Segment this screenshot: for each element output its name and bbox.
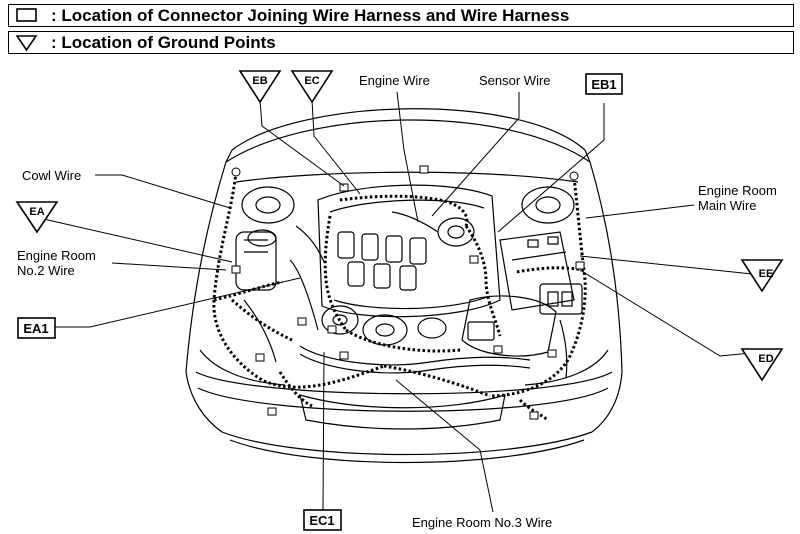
label-cowl-wire: Cowl Wire [22, 168, 81, 183]
connector-blobs [231, 165, 585, 420]
leader-lines [41, 91, 763, 513]
label-engine-wire: Engine Wire [359, 73, 430, 88]
ground-ea-label: EA [29, 206, 44, 218]
legend-connector-row: : Location of Connector Joining Wire Har… [8, 4, 794, 27]
vehicle-outline [185, 108, 623, 464]
connector-ea1: EA1 [17, 317, 56, 339]
connector-eb1-label: EB1 [591, 77, 616, 92]
ground-ed-label: ED [758, 353, 773, 365]
label-engine-room-no2-line1: Engine Room [17, 248, 96, 263]
connector-box-icon [16, 8, 37, 22]
legend-ground-text: : Location of Ground Points [51, 33, 276, 52]
legend-ground-row: : Location of Ground Points [8, 31, 794, 54]
ground-point-ec: EC [290, 70, 334, 104]
ground-eb-label: EB [252, 75, 267, 87]
label-engine-room-no3-wire: Engine Room No.3 Wire [412, 515, 552, 530]
connector-ea1-label: EA1 [23, 321, 48, 336]
legend-connector-text: : Location of Connector Joining Wire Har… [51, 6, 570, 25]
ground-triangle-icon [16, 35, 38, 51]
ground-point-ee: EE [740, 259, 784, 293]
label-engine-room-main-line1: Engine Room [698, 183, 777, 198]
ground-ec-label: EC [304, 75, 319, 87]
label-engine-room-main-line2: Main Wire [698, 198, 757, 213]
ground-point-eb: EB [238, 70, 282, 104]
ground-point-ed: ED [740, 348, 784, 382]
label-sensor-wire: Sensor Wire [479, 73, 551, 88]
connector-eb1: EB1 [585, 73, 623, 95]
connector-ec1-label: EC1 [309, 513, 334, 528]
ground-point-ea: EA [15, 201, 59, 234]
ground-ee-label: EE [759, 268, 774, 280]
label-engine-room-no2-line2: No.2 Wire [17, 263, 75, 278]
connector-ec1: EC1 [303, 509, 342, 531]
